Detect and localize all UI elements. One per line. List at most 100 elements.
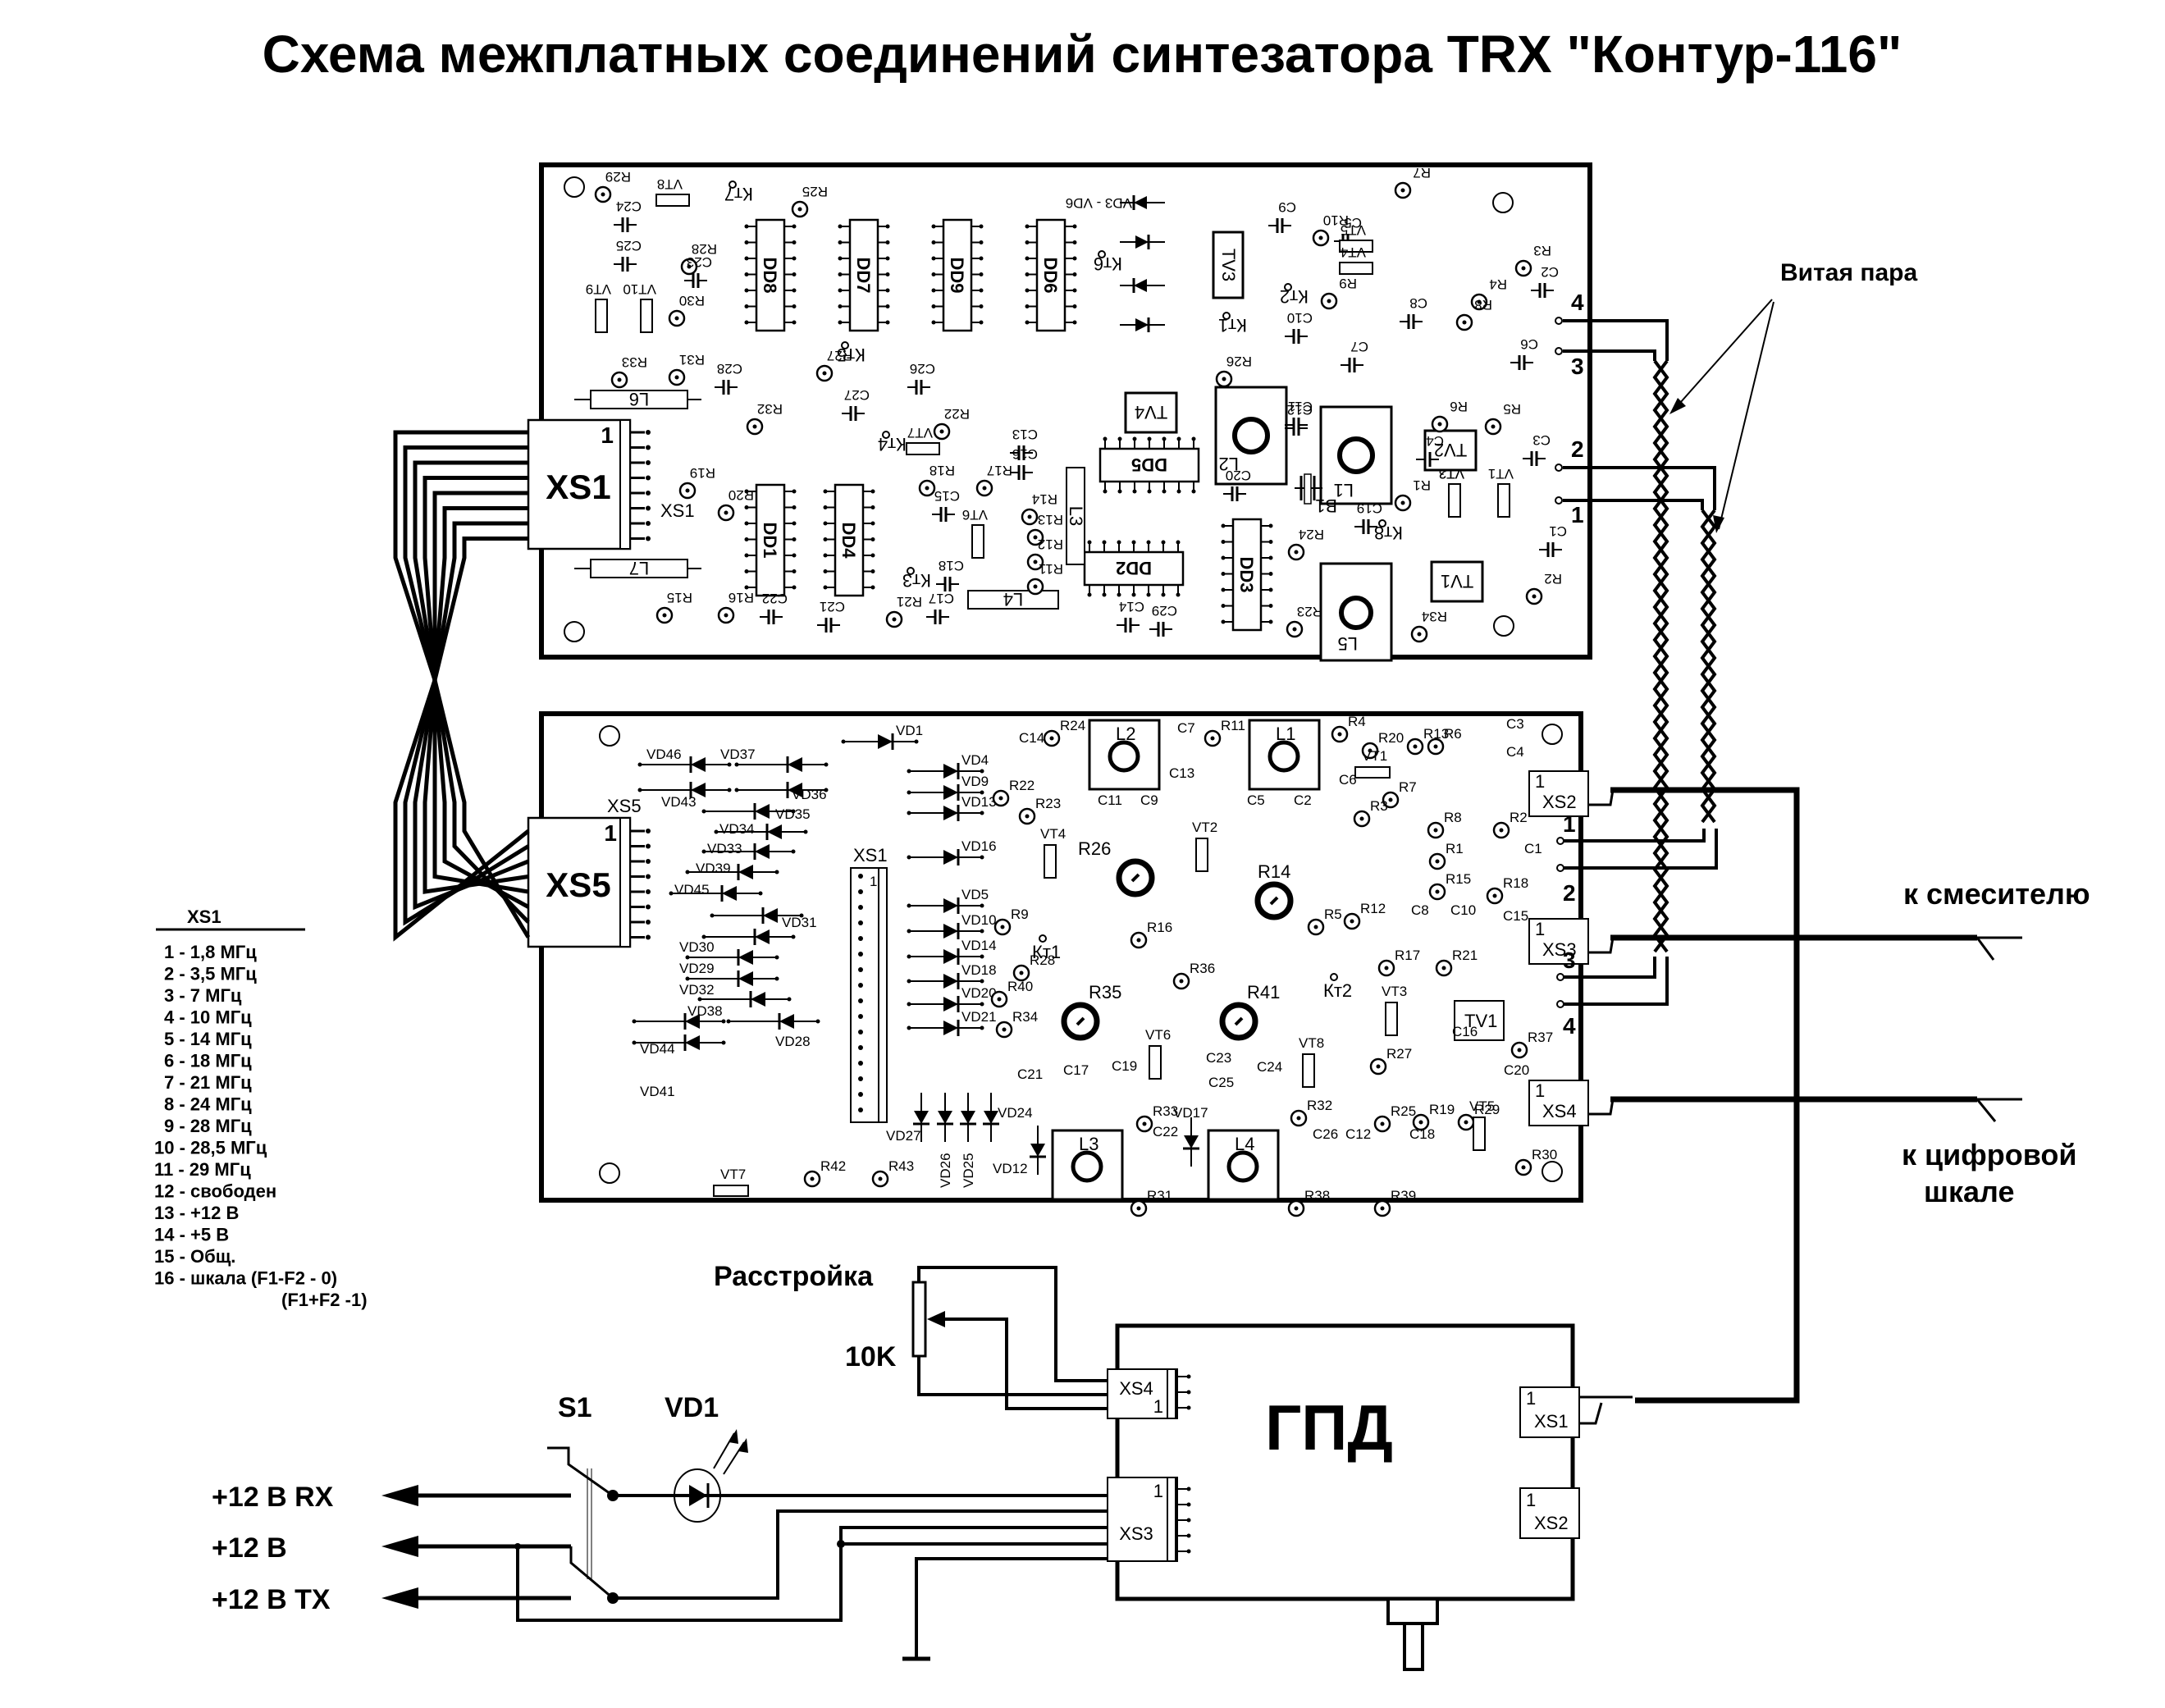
resistor-R20-bottom: R20: [1361, 730, 1404, 760]
diode-VD14: VD14: [907, 938, 997, 965]
diode-VD36: [734, 782, 829, 798]
inductor-L3: L3: [1066, 467, 1086, 565]
svg-text:VT7: VT7: [907, 425, 933, 441]
transformer-TV1: TV1: [1430, 560, 1484, 603]
svg-text:R4: R4: [1489, 276, 1507, 292]
svg-text:C15: C15: [1503, 908, 1528, 924]
svg-text:R31: R31: [1147, 1188, 1172, 1203]
svg-text:R21: R21: [1452, 948, 1478, 963]
capacitor-C18: C18: [936, 558, 964, 591]
svg-text:C28: C28: [717, 361, 742, 377]
main-power-arrow: +12 В: [212, 1532, 571, 1564]
gpd-xs3: XS3 1: [1107, 1477, 1191, 1562]
chip-DD4: DD4: [823, 483, 875, 597]
svg-text:VT2: VT2: [1439, 466, 1464, 482]
diode-VD9: VD9: [907, 774, 989, 801]
svg-text:R22: R22: [944, 406, 970, 422]
capacitor-C14: C14: [1117, 599, 1144, 633]
to-mixer-label: к смесителю: [1903, 877, 2090, 911]
svg-text:R27: R27: [1386, 1046, 1412, 1062]
capacitor-C3: C3: [1523, 432, 1551, 466]
svg-text:R20: R20: [729, 487, 754, 503]
diode-label: VD28: [775, 1034, 811, 1049]
resistor-R42-bottom: R42: [803, 1158, 846, 1188]
svg-text:XS4: XS4: [1542, 1101, 1577, 1121]
svg-text:XS2: XS2: [1534, 1513, 1569, 1533]
svg-text:R29: R29: [605, 169, 631, 185]
svg-text:TV4: TV4: [1135, 402, 1167, 422]
svg-text:R14: R14: [1032, 491, 1057, 507]
svg-text:1: 1: [1563, 811, 1576, 837]
svg-text:TV3: TV3: [1218, 249, 1239, 281]
top-board-pin-4: 4: [1555, 290, 1584, 325]
diode: [1120, 235, 1165, 249]
svg-text:VT4: VT4: [1040, 826, 1066, 842]
twisted-pair-label: Витая пара: [1780, 259, 1917, 286]
svg-text:R6: R6: [1450, 399, 1468, 414]
coil-L2: L2: [1214, 386, 1288, 486]
legend-item: 2 - 3,5 МГц: [164, 964, 257, 984]
chip-DD9: DD9: [931, 218, 984, 332]
capacitor-C15: C15: [932, 488, 960, 522]
svg-text:L5: L5: [1338, 633, 1358, 654]
svg-text:C13: C13: [1169, 765, 1194, 781]
resistor-R3: R3: [1514, 243, 1551, 277]
chip-DD7: DD7: [838, 218, 890, 332]
capacitor-C7: C7: [1341, 339, 1368, 372]
svg-text:R9: R9: [1339, 276, 1357, 291]
to-scale-label-2: шкале: [1924, 1175, 2014, 1208]
svg-text:C16: C16: [1452, 1024, 1478, 1039]
svg-text:C13: C13: [1012, 427, 1038, 442]
resistor-R32-bottom: R32: [1290, 1098, 1332, 1127]
capacitor-C22: C22: [760, 591, 788, 624]
svg-text:XS1: XS1: [1534, 1411, 1569, 1432]
transistor-VT9: VT9: [586, 281, 611, 333]
capacitor-C16-bottom: C16: [1452, 1024, 1478, 1039]
svg-text:C5: C5: [1247, 792, 1265, 808]
chip-DD6: DD6: [1025, 218, 1077, 332]
svg-text:C24: C24: [616, 199, 642, 214]
bottom-board-xs5-connector: XS5 1 XS5: [527, 796, 651, 948]
svg-text:R32: R32: [1307, 1098, 1332, 1113]
resistor-R36-bottom: R36: [1172, 961, 1215, 990]
svg-text:R5: R5: [1324, 907, 1342, 922]
diode-label: VD35: [775, 806, 811, 822]
svg-text:VD3 - VD6: VD3 - VD6: [1066, 195, 1132, 211]
svg-text:VT6: VT6: [962, 507, 988, 523]
header-pin: [858, 1061, 863, 1066]
svg-text:Кт1: Кт1: [1032, 942, 1061, 962]
diode-VD5: VD5: [907, 887, 989, 914]
trimmer-R14: R14: [1254, 861, 1294, 920]
capacitor-C1: C1: [1539, 523, 1567, 557]
svg-text:L4: L4: [1003, 589, 1023, 610]
switch-S1: [514, 1446, 619, 1604]
header-pin: [858, 1030, 863, 1034]
chip-label: DD6: [1040, 257, 1061, 293]
svg-text:R25: R25: [1391, 1103, 1416, 1119]
svg-text:C7: C7: [1177, 720, 1195, 736]
legend-item: 9 - 28 МГц: [164, 1116, 252, 1136]
svg-text:Кт4: Кт4: [878, 434, 907, 454]
xs5-small-label: XS5: [607, 796, 642, 816]
coil-L1: L1: [1319, 405, 1393, 505]
xs1-pin1: 1: [601, 422, 614, 448]
svg-text:R26: R26: [1078, 838, 1111, 859]
transistor-VT4: VT4: [1339, 244, 1373, 275]
capacitor-C2: C2: [1531, 264, 1559, 298]
test-point-Кт7: Кт7: [724, 180, 753, 204]
svg-text:R1: R1: [1413, 477, 1431, 493]
svg-text:C18: C18: [1409, 1126, 1435, 1142]
capacitor-C9-bottom: C9: [1140, 792, 1158, 808]
transistor-VT6-bottom: VT6: [1145, 1027, 1171, 1080]
svg-text:R14: R14: [1258, 861, 1290, 882]
diode-VD43: [637, 782, 732, 798]
diode-VD25: [960, 1093, 976, 1142]
resistor-R8: R8: [1455, 297, 1492, 331]
diode-VD46: [637, 756, 732, 773]
top-board-pin-2: 2: [1555, 436, 1584, 472]
test-point-Кт2-bottom: Кт2: [1323, 973, 1352, 1001]
ribbon-wire: [413, 679, 529, 911]
svg-text:L6: L6: [629, 389, 649, 409]
